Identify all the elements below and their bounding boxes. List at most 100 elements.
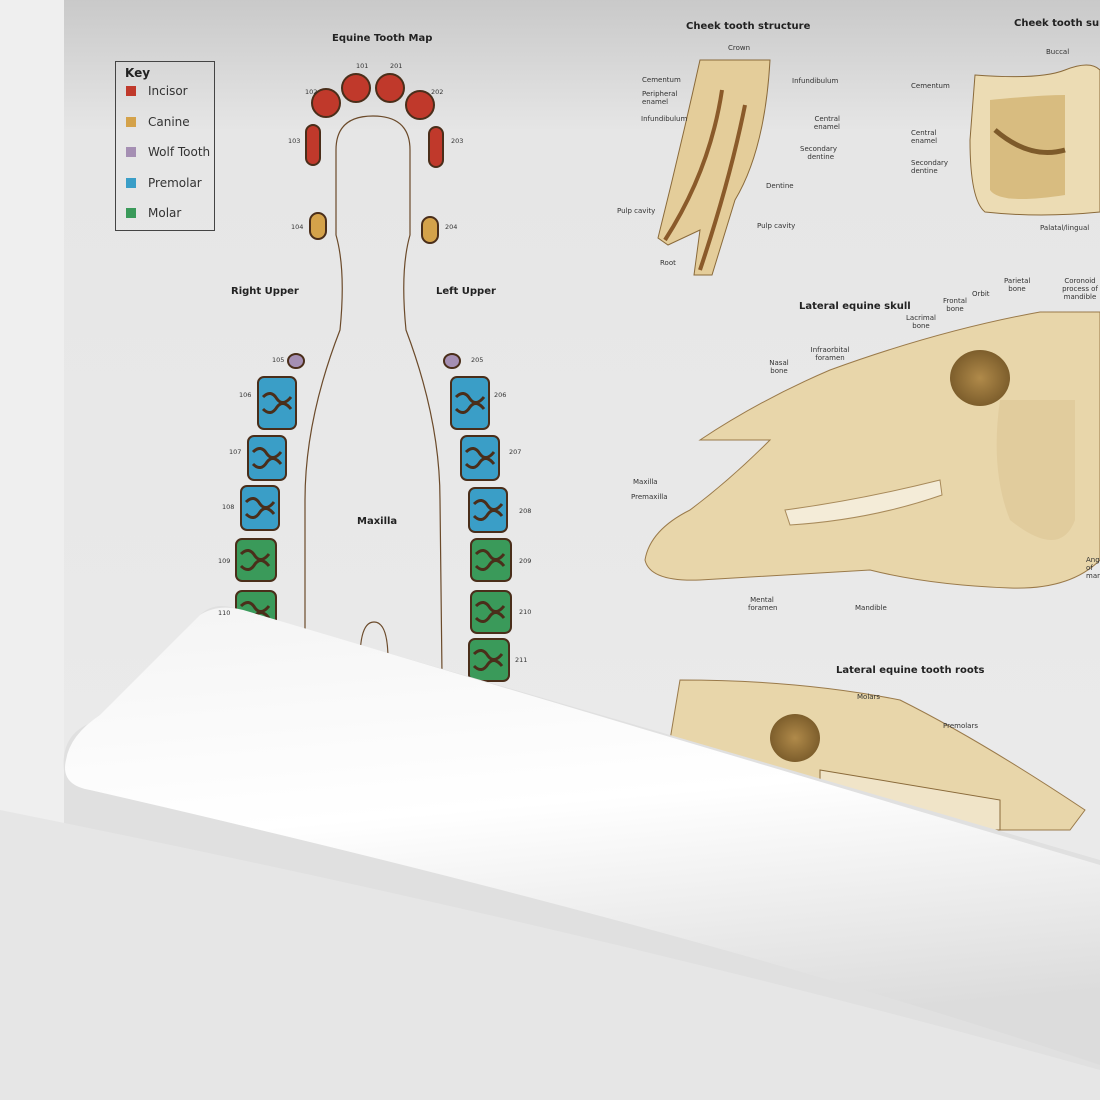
tooth-number: 107 xyxy=(229,448,242,456)
tooth-101 xyxy=(341,73,371,103)
label: Mandible xyxy=(855,604,887,612)
tooth-number: 108 xyxy=(222,503,235,511)
left-upper-label: Left Upper xyxy=(436,286,496,297)
tooth-number: 210 xyxy=(519,608,532,616)
lateral-skull-illustration xyxy=(644,311,1100,589)
label: Cementum xyxy=(911,82,950,90)
key-item-label: Incisor xyxy=(148,84,188,98)
label: Peripheral enamel xyxy=(642,90,678,106)
label: Pulp cavity xyxy=(617,207,656,215)
label: Cementum xyxy=(642,76,681,84)
roots-title: Lateral equine tooth roots xyxy=(836,665,985,676)
key-item-label: Canine xyxy=(148,114,190,129)
label: Buccal xyxy=(1046,48,1070,56)
tooth-number: 205 xyxy=(471,356,484,364)
label: Infraorbital foramen xyxy=(810,346,850,362)
tooth-number: 211 xyxy=(515,656,528,664)
label: Angle of mandible xyxy=(1086,556,1100,580)
palate-outline xyxy=(304,115,443,676)
color-swatch xyxy=(126,177,136,188)
cheek-tooth-surface-illustration xyxy=(969,64,1100,216)
label: Central enamel xyxy=(911,129,938,145)
tooth-number: 207 xyxy=(509,448,522,456)
key-item: Premolar xyxy=(126,176,202,190)
label: Maxilla xyxy=(633,478,658,486)
tooth-106 xyxy=(257,376,297,430)
tooth-211 xyxy=(468,638,510,682)
tooth-103 xyxy=(305,124,321,166)
cheek-structure-title: Cheek tooth structure xyxy=(686,21,811,32)
color-swatch xyxy=(126,116,136,127)
key-item: Canine xyxy=(126,115,190,129)
color-swatch xyxy=(126,147,136,157)
tooth-109 xyxy=(235,538,277,582)
tooth-map-teeth xyxy=(235,73,512,682)
tooth-202 xyxy=(405,90,435,120)
key-title: Key xyxy=(125,66,151,80)
tooth-207 xyxy=(460,435,500,481)
label: Premaxilla xyxy=(631,493,668,501)
tooth-208 xyxy=(468,487,508,533)
label: Dentine xyxy=(766,182,794,190)
tooth-201 xyxy=(375,73,405,103)
tooth-number: 105 xyxy=(272,356,285,364)
label: Central enamel xyxy=(813,115,840,131)
tooth-number: 203 xyxy=(451,137,464,145)
key-item: Molar xyxy=(126,206,181,220)
tooth-number: 109 xyxy=(218,557,231,565)
label: Root xyxy=(660,259,676,267)
label: Parietal bone xyxy=(1004,277,1031,293)
label: Pulp cavity xyxy=(757,222,796,230)
label: Molars xyxy=(857,693,881,701)
tooth-102 xyxy=(311,88,341,118)
color-swatch xyxy=(126,86,136,96)
tooth-map-title: Equine Tooth Map xyxy=(332,33,433,44)
label: Infundibulum xyxy=(792,77,839,85)
tooth-107 xyxy=(247,435,287,481)
label: Palatal/lingual xyxy=(1040,224,1090,232)
label: Lacrimal bone xyxy=(906,314,936,330)
label: Secondary dentine xyxy=(800,145,838,161)
tooth-206 xyxy=(450,376,490,430)
tooth-number: 106 xyxy=(239,391,252,399)
label: Coronoid process of mandible xyxy=(1062,277,1098,301)
tooth-203 xyxy=(428,126,444,168)
label: Premolars xyxy=(943,722,978,730)
tooth-number: 103 xyxy=(288,137,301,145)
cheek-tooth-structure-illustration xyxy=(657,59,771,276)
label: Frontal bone xyxy=(943,297,967,313)
tooth-205 xyxy=(443,353,461,369)
key-item: Wolf Tooth xyxy=(126,145,210,159)
label: Secondary dentine xyxy=(911,159,949,175)
skull-title: Lateral equine skull xyxy=(799,301,911,312)
tooth-number: 202 xyxy=(431,88,444,96)
tooth-number: 102 xyxy=(305,88,318,96)
tooth-204 xyxy=(421,216,439,244)
page-curl xyxy=(65,607,1100,1065)
tooth-number: 104 xyxy=(291,223,304,231)
tooth-number: 110 xyxy=(218,609,231,617)
right-upper-label: Right Upper xyxy=(231,286,299,297)
key-item-label: Premolar xyxy=(148,175,202,190)
tooth-number: 204 xyxy=(445,223,458,231)
tooth-number: 101 xyxy=(356,62,369,70)
key-item: Incisor xyxy=(126,84,188,98)
key-item-label: Wolf Tooth xyxy=(148,145,211,159)
label: Mental foramen xyxy=(748,596,778,612)
tooth-108 xyxy=(240,485,280,531)
tooth-number: 201 xyxy=(390,62,403,70)
label: Nasal bone xyxy=(769,359,789,375)
maxilla-label: Maxilla xyxy=(357,516,398,527)
tooth-209 xyxy=(470,538,512,582)
tooth-104 xyxy=(309,212,327,240)
color-swatch xyxy=(126,208,136,218)
label: Crown xyxy=(728,44,751,52)
label: Infundibulum xyxy=(641,115,688,123)
cheek-surface-title: Cheek tooth surface xyxy=(1014,18,1100,29)
tooth-number: 206 xyxy=(494,391,507,399)
tooth-number: 209 xyxy=(519,557,532,565)
label: Orbit xyxy=(972,290,990,298)
